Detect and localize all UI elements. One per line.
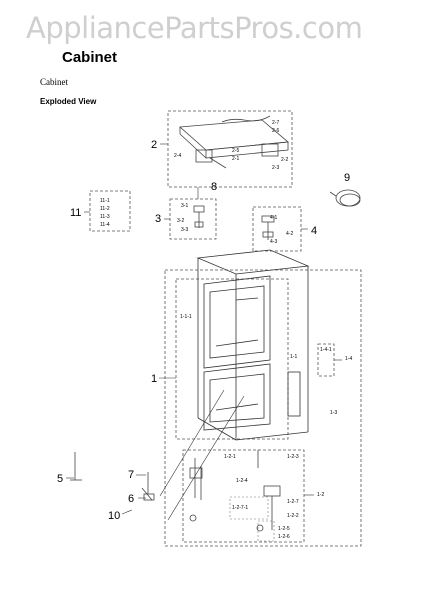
watermark: AppliancePartsPros.com [26, 11, 363, 45]
group-11-box [89, 190, 131, 232]
label-4-2: 4-2 [286, 231, 293, 237]
label-1-2-2: 1-2-2 [287, 513, 299, 519]
leader-lines [66, 143, 342, 521]
label-1-2-4: 1-2-4 [236, 478, 248, 484]
label-11-4: 11-4 [100, 222, 110, 228]
callout-3: 3 [155, 213, 161, 225]
label-1-1-1: 1-1-1 [180, 314, 192, 320]
hinge-top-left-part [193, 205, 205, 228]
label-4-3: 4-3 [270, 239, 277, 245]
label-2-7: 2-7 [272, 120, 279, 126]
label-2-2: 2-2 [281, 157, 288, 163]
water-tube-part [329, 189, 361, 207]
label-4-1: 4-1 [270, 215, 277, 221]
sub-dashed-boxes [229, 496, 275, 542]
callout-9: 9 [344, 172, 350, 184]
label-1-2-1: 1-2-1 [224, 454, 236, 460]
label-11-3: 11-3 [100, 214, 110, 220]
label-1-4: 1-4 [345, 356, 352, 362]
label-11-1: 11-1 [100, 198, 110, 204]
label-1-2: 1-2 [317, 492, 324, 498]
hinge-top-right-part [261, 215, 275, 240]
view-title: Exploded View [40, 97, 97, 106]
section-title: Cabinet [40, 77, 68, 87]
label-3-1: 3-1 [181, 203, 188, 209]
callout-11: 11 [70, 207, 81, 219]
group-1-box [164, 269, 362, 547]
callout-10: 10 [108, 510, 120, 522]
callout-5: 5 [57, 473, 63, 485]
callout-8: 8 [211, 181, 217, 193]
label-3-2: 3-2 [177, 218, 184, 224]
label-1-2-3: 1-2-3 [287, 454, 299, 460]
label-2-4: 2-4 [174, 153, 181, 159]
label-2-6: 2-6 [272, 128, 279, 134]
label-1-3: 1-3 [330, 410, 337, 416]
top-cover-part [179, 115, 289, 169]
callout-2: 2 [151, 139, 157, 151]
cabinet-inner-box [175, 278, 289, 440]
label-1-4-1: 1-4-1 [320, 347, 332, 353]
callout-7: 7 [128, 469, 134, 481]
callout-4: 4 [311, 225, 317, 237]
callout-1: 1 [151, 373, 157, 385]
label-3-3: 3-3 [181, 227, 188, 233]
base-parts [189, 450, 281, 532]
label-1-1: 1-1 [290, 354, 297, 360]
label-1-2-7-1: 1-2-7-1 [232, 505, 248, 511]
label-1-2-6: 1-2-6 [278, 534, 290, 540]
leveling-leg-parts [70, 452, 155, 501]
cabinet-body-part [196, 249, 310, 441]
group-2-box [167, 110, 293, 188]
callout-6: 6 [128, 493, 134, 505]
label-1-2-7: 1-2-7 [287, 499, 299, 505]
label-2-1: 2-1 [232, 156, 239, 162]
label-1-2-5: 1-2-5 [278, 526, 290, 532]
label-2-3: 2-3 [272, 165, 279, 171]
label-11-2: 11-2 [100, 206, 110, 212]
page-title: Cabinet [62, 49, 118, 66]
label-2-5: 2-5 [232, 148, 239, 154]
